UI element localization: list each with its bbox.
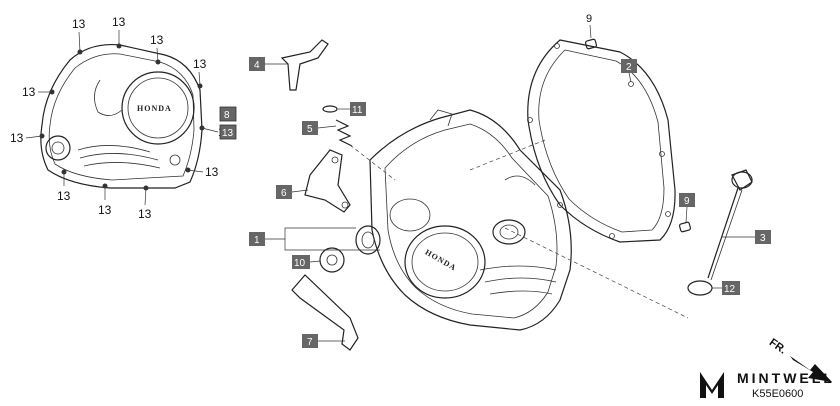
left-cover-brand: HONDA: [137, 104, 172, 113]
oil-seal: [355, 225, 381, 255]
callout-3-label: 3: [760, 233, 766, 244]
left-cover-assembly: HONDA: [40, 43, 203, 189]
bracket: [304, 149, 351, 213]
callout-10: 10: [292, 255, 321, 269]
main-cover-brand: HONDA: [423, 248, 458, 273]
callout-1: 1: [249, 227, 380, 251]
callout-3: 3: [722, 230, 771, 244]
spring: [335, 119, 353, 147]
bearing: [319, 247, 345, 273]
callout-2: 2: [621, 59, 637, 83]
shift-lever: [280, 39, 329, 91]
callout-6-label: 6: [281, 188, 287, 199]
callout-11-label: 11: [352, 105, 363, 116]
callout-12-label: 12: [724, 284, 736, 295]
watermark-logo: MINTWELL K55E0600: [700, 370, 835, 400]
callout-2-label: 2: [626, 62, 632, 73]
callout-5: 5: [302, 121, 337, 135]
bolt-label: 13: [138, 207, 152, 221]
callout-8: 8: [219, 106, 237, 122]
callout-9: 9: [679, 193, 695, 223]
callout-6: 6: [276, 185, 309, 199]
front-marker-text: FR.: [767, 337, 788, 357]
callout-10-label: 10: [294, 258, 306, 269]
alignment-lines: [349, 139, 689, 319]
callout-5-label: 5: [307, 124, 313, 135]
main-cover-assembly: HONDA: [369, 109, 572, 331]
callout-9-label: 9: [684, 196, 690, 207]
gasket: [527, 39, 676, 243]
callout-4-label: 4: [254, 60, 260, 71]
callout-12: 12: [712, 281, 740, 295]
callout-8-label: 8: [224, 110, 230, 121]
callout-13: 13: [219, 124, 237, 140]
small-washer: [322, 105, 338, 113]
callout-4: 4: [249, 57, 288, 71]
callout-7: 7: [302, 334, 345, 348]
callout-1-label: 1: [254, 235, 260, 246]
dowel-pin-top: [584, 38, 598, 50]
chain-guide: [291, 274, 359, 351]
dowel-pin-bottom: [678, 221, 692, 233]
bolt-label: 13: [205, 165, 219, 179]
callout-9-top: 9: [586, 13, 592, 25]
bolt-label: 13: [72, 17, 86, 31]
bolt-label: 13: [22, 85, 36, 99]
bolt-label: 13: [112, 15, 126, 29]
drawing-code: K55E0600: [752, 388, 803, 400]
watermark-text: MINTWELL: [737, 370, 835, 386]
bolt-label: 13: [10, 131, 24, 145]
dipstick: [707, 169, 753, 281]
bolt-label: 13: [150, 33, 164, 47]
callout-7-label: 7: [307, 337, 313, 348]
bolt-label: 13: [57, 189, 71, 203]
bolt-label: 13: [98, 203, 112, 217]
callout-11: 11: [338, 102, 366, 116]
o-ring: [687, 280, 713, 296]
bolt-label: 13: [193, 57, 207, 71]
callout-13-label: 13: [222, 128, 234, 139]
